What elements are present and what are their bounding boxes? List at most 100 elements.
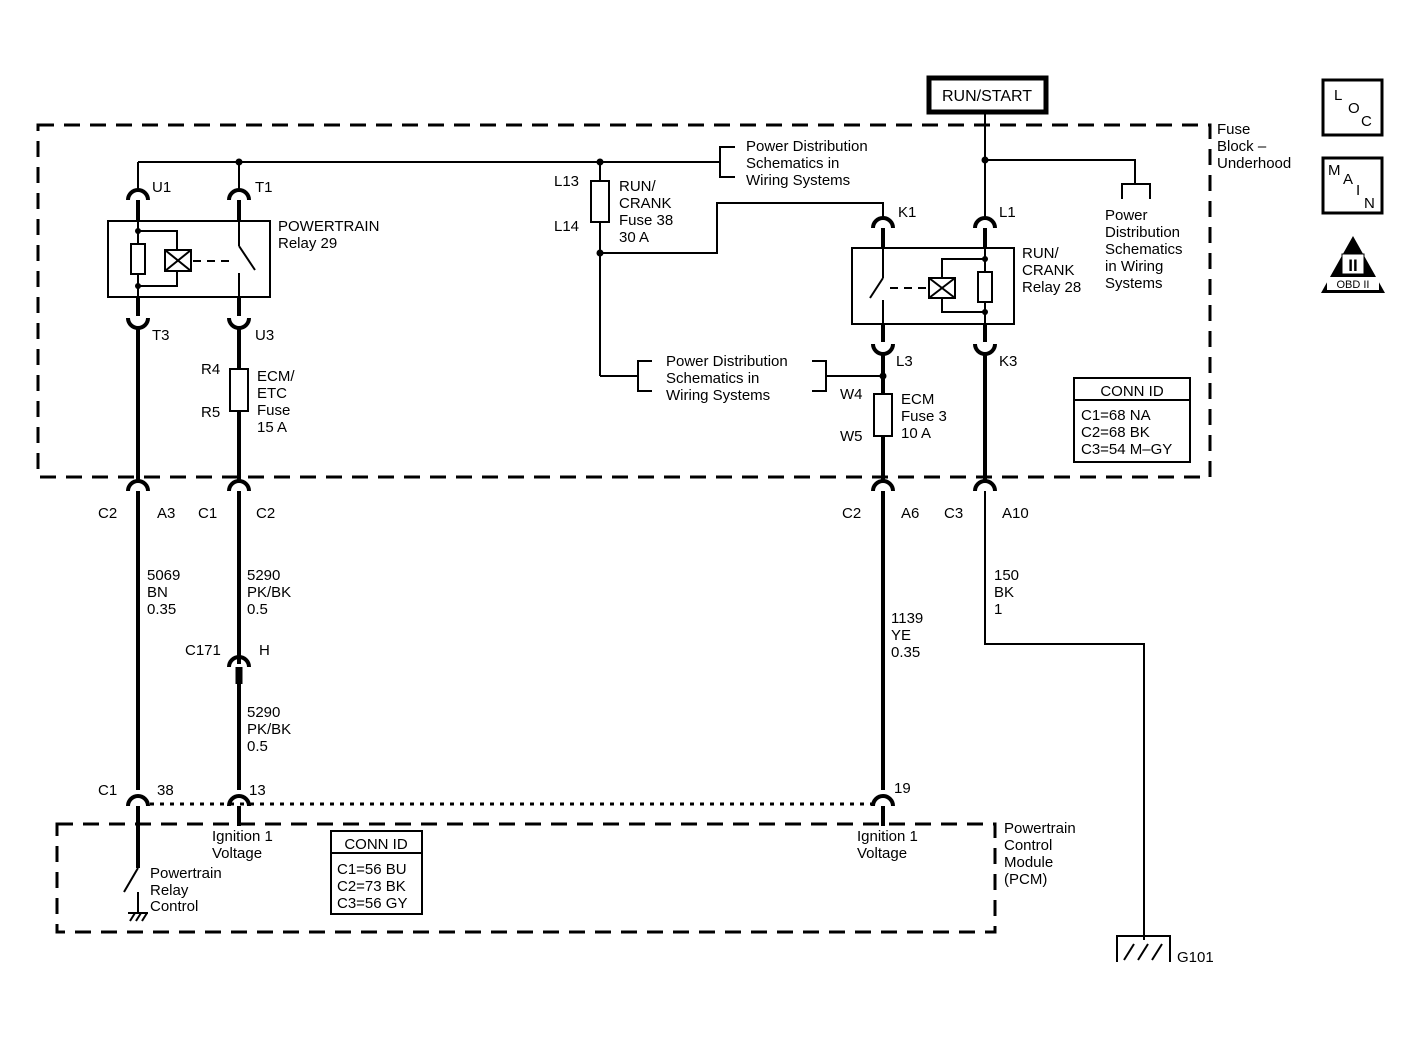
wire-150 <box>973 354 1145 940</box>
svg-text:T3: T3 <box>152 327 170 344</box>
wire-labels: 5069 BN 0.35 5290 PK/BK 0.5 5290 PK/BK 0… <box>147 567 1019 755</box>
svg-text:A6: A6 <box>901 505 919 522</box>
svg-text:15 A: 15 A <box>257 419 287 436</box>
svg-text:L13: L13 <box>554 173 579 190</box>
main-icon[interactable]: M A I N <box>1321 156 1384 215</box>
svg-text:II: II <box>1348 256 1357 275</box>
svg-text:150: 150 <box>994 567 1019 584</box>
svg-text:A10: A10 <box>1002 505 1029 522</box>
svg-text:R4: R4 <box>201 361 220 378</box>
svg-text:Relay 29: Relay 29 <box>278 235 337 252</box>
svg-text:A: A <box>1343 171 1353 188</box>
svg-text:C3=56 GY: C3=56 GY <box>337 895 407 912</box>
svg-text:BN: BN <box>147 584 168 601</box>
wire-1139 <box>871 436 895 790</box>
conn-id-fuse-block: CONN ID C1=68 NA C2=68 BK C3=54 M–GY <box>1073 377 1191 463</box>
svg-text:C171: C171 <box>185 642 221 659</box>
svg-text:Schematics: Schematics <box>1105 241 1183 258</box>
svg-text:5290: 5290 <box>247 567 280 584</box>
ground-g101: G101 <box>1116 932 1214 966</box>
svg-text:R5: R5 <box>201 404 220 421</box>
svg-text:Underhood: Underhood <box>1217 155 1291 172</box>
svg-text:Fuse: Fuse <box>1217 121 1250 138</box>
conn-id-pcm: CONN ID C1=56 BU C2=73 BK C3=56 GY <box>330 830 423 915</box>
svg-text:L: L <box>1334 87 1342 104</box>
svg-text:G101: G101 <box>1177 949 1214 966</box>
svg-text:Wiring Systems: Wiring Systems <box>746 172 850 189</box>
svg-text:U1: U1 <box>152 179 171 196</box>
loc-icon[interactable]: L O C <box>1321 78 1384 137</box>
svg-text:I: I <box>1356 182 1360 199</box>
pcm-outline <box>55 822 997 934</box>
svg-text:5069: 5069 <box>147 567 180 584</box>
wire-5069 <box>126 328 150 790</box>
svg-text:0.35: 0.35 <box>147 601 176 618</box>
svg-text:Power: Power <box>1105 207 1148 224</box>
pcm-ignition-1-right: Ignition 1 Voltage <box>857 828 918 862</box>
svg-text:M: M <box>1328 162 1341 179</box>
svg-text:U3: U3 <box>255 327 274 344</box>
svg-text:Systems: Systems <box>1105 275 1163 292</box>
powertrain-relay-29: U1 T1 POWERTRAIN Relay 29 T3 U3 <box>107 172 379 344</box>
svg-text:Module: Module <box>1004 854 1053 871</box>
svg-text:Fuse 38: Fuse 38 <box>619 212 673 229</box>
svg-text:YE: YE <box>891 627 911 644</box>
power-distribution-ref-middle: Power Distribution Schematics in Wiring … <box>600 353 883 404</box>
svg-text:K3: K3 <box>999 353 1017 370</box>
svg-text:1139: 1139 <box>891 610 923 627</box>
svg-text:PK/BK: PK/BK <box>247 721 291 738</box>
power-distribution-ref-right: Power Distribution Schematics in Wiring … <box>1105 207 1183 292</box>
fuse-block-outline <box>36 123 1212 479</box>
svg-text:PK/BK: PK/BK <box>247 584 291 601</box>
svg-text:1: 1 <box>994 601 1002 618</box>
svg-text:W5: W5 <box>840 428 863 445</box>
svg-text:13: 13 <box>249 782 266 799</box>
c171-connector: C171 H <box>185 642 270 659</box>
svg-text:RUN/: RUN/ <box>1022 245 1059 262</box>
connector-labels-fuse-bottom: C2 A3 C1 C2 C2 A6 C3 A10 <box>98 505 1029 522</box>
svg-text:C1: C1 <box>98 782 117 799</box>
svg-text:C2=73 BK: C2=73 BK <box>337 878 406 895</box>
svg-text:BK: BK <box>994 584 1014 601</box>
svg-text:CRANK: CRANK <box>1022 262 1075 279</box>
svg-text:O: O <box>1348 100 1360 117</box>
svg-text:Block –: Block – <box>1217 138 1267 155</box>
svg-text:30 A: 30 A <box>619 229 649 246</box>
svg-text:Wiring Systems: Wiring Systems <box>666 387 770 404</box>
power-distribution-ref-top: Power Distribution Schematics in Wiring … <box>710 138 868 189</box>
obd-ii-icon[interactable]: II OBD II <box>1321 236 1385 293</box>
svg-text:Ignition 1: Ignition 1 <box>212 828 273 845</box>
svg-text:CONN ID: CONN ID <box>344 836 408 853</box>
svg-text:T1: T1 <box>255 179 273 196</box>
svg-text:Power Distribution: Power Distribution <box>746 138 868 155</box>
svg-text:C1=56 BU: C1=56 BU <box>337 861 407 878</box>
svg-text:CONN ID: CONN ID <box>1100 383 1164 400</box>
svg-text:0.5: 0.5 <box>247 601 268 618</box>
powertrain-relay-control: Powertrain Relay Control <box>123 865 222 922</box>
svg-text:CRANK: CRANK <box>619 195 672 212</box>
svg-text:Distribution: Distribution <box>1105 224 1180 241</box>
top-bus <box>137 158 710 172</box>
run-crank-relay-28: K1 L1 RUN/ CRANK Relay 28 L3 K3 <box>851 204 1081 370</box>
svg-text:Relay: Relay <box>150 882 189 899</box>
svg-text:(PCM): (PCM) <box>1004 871 1047 888</box>
ecm-fuse-3: W4 W5 ECM Fuse 3 10 A <box>840 354 947 445</box>
svg-text:C: C <box>1361 113 1372 130</box>
svg-text:ECM/: ECM/ <box>257 368 295 385</box>
fuse-block-label: Fuse Block – Underhood <box>1217 121 1291 172</box>
svg-text:10 A: 10 A <box>901 425 931 442</box>
svg-text:Relay 28: Relay 28 <box>1022 279 1081 296</box>
svg-text:Ignition 1: Ignition 1 <box>857 828 918 845</box>
svg-text:ECM: ECM <box>901 391 934 408</box>
pcm-ignition-1-left: Ignition 1 Voltage <box>212 828 273 862</box>
pcm-label: Powertrain Control Module (PCM) <box>1004 820 1076 888</box>
svg-text:N: N <box>1364 195 1375 212</box>
run-start-feed <box>981 112 1151 218</box>
svg-text:38: 38 <box>157 782 174 799</box>
svg-text:in Wiring: in Wiring <box>1105 258 1163 275</box>
svg-text:POWERTRAIN: POWERTRAIN <box>278 218 379 235</box>
svg-text:C3=54 M–GY: C3=54 M–GY <box>1081 441 1172 458</box>
svg-text:Control: Control <box>150 898 198 915</box>
svg-text:Powertrain: Powertrain <box>150 865 222 882</box>
